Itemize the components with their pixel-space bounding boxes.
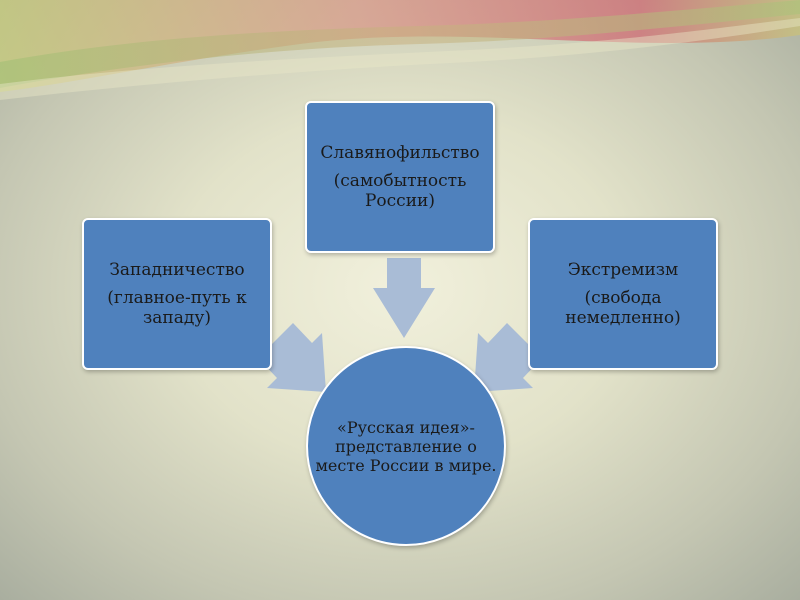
node-extremism-title: Экстремизм — [567, 260, 679, 280]
node-extremism: Экстремизм (свобода немедленно) — [528, 218, 718, 370]
node-slavophilism-subtitle: (самобытность России) — [333, 171, 467, 211]
node-russian-idea-line2: представление о — [335, 436, 477, 456]
node-slavophilism-title: Славянофильство — [320, 143, 480, 163]
node-russian-idea-line3: месте России в мире. — [315, 455, 497, 475]
node-extremism-subtitle: (свобода немедленно) — [565, 288, 681, 328]
node-russian-idea: «Русская идея»- представление о месте Ро… — [306, 346, 506, 546]
node-westernism: Западничество (главное-путь к западу) — [82, 218, 272, 370]
arrow-slav-to-center — [373, 258, 435, 338]
node-russian-idea-line1: «Русская идея»- — [337, 417, 475, 437]
node-westernism-title: Западничество — [109, 260, 245, 280]
node-westernism-subtitle: (главное-путь к западу) — [107, 288, 247, 328]
node-slavophilism: Славянофильство (самобытность России) — [305, 101, 495, 253]
background-swoosh — [0, 0, 800, 100]
